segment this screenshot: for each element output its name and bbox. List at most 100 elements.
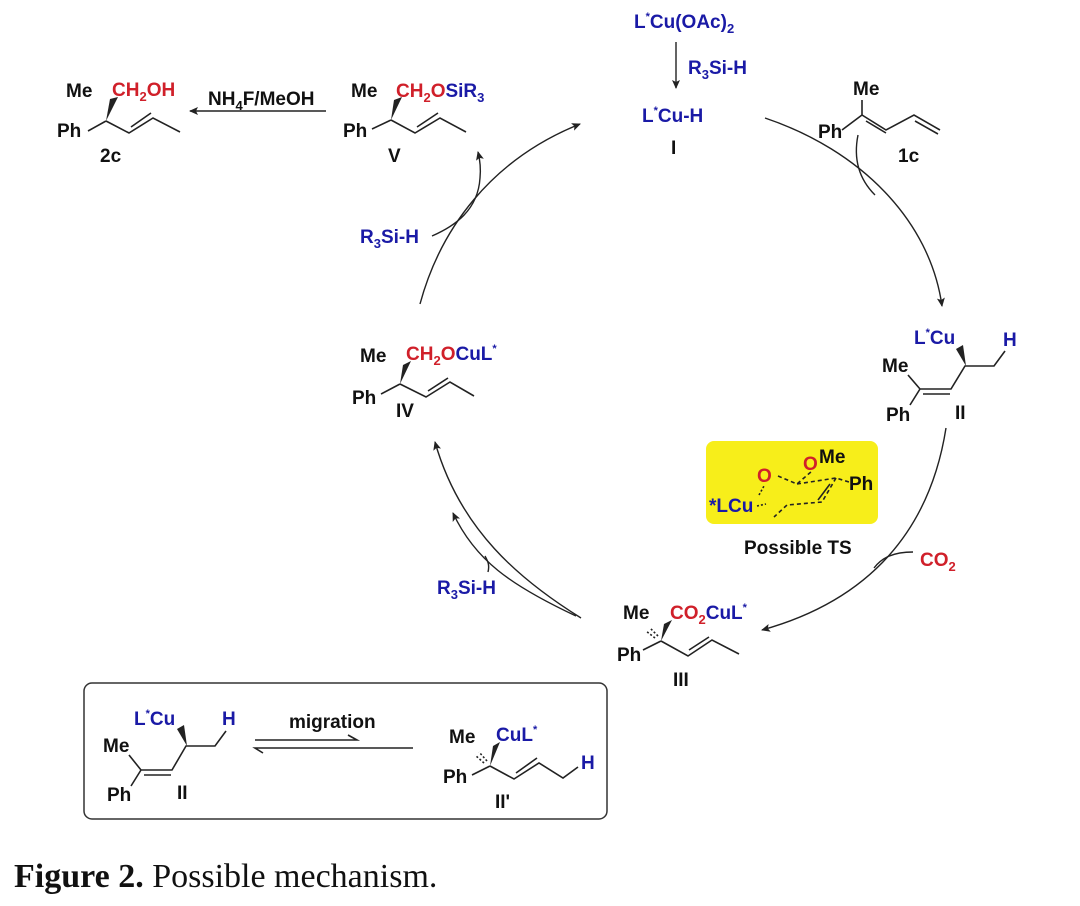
me-label: Me: [360, 346, 386, 367]
arrow-to-V: [431, 151, 484, 237]
inset-IIp-h-label: H: [581, 753, 595, 774]
silane-feed-curve-bottom: [484, 555, 490, 573]
alkoxide-formula: CH2OCuL*: [406, 343, 497, 368]
wedge-bond: [661, 620, 672, 641]
inset-II-cu-label: L*Cu: [134, 708, 175, 730]
inset-II-backbone: [128, 730, 227, 787]
deprotection-step: NH4F/MeOH: [189, 89, 326, 115]
backbone: [371, 117, 467, 134]
species-II: L*Cu H Me Ph II: [882, 327, 1017, 426]
double-bond-line: [130, 112, 152, 128]
backbone: [87, 117, 181, 134]
carboxylate-formula: CO2CuL*: [670, 602, 748, 627]
ph-label: Ph: [617, 645, 641, 666]
reverse-equilibrium-arrow: [252, 747, 413, 754]
substrate-feed-curve: [855, 134, 876, 196]
diene-backbone: [841, 100, 941, 131]
arrow-IV-to-I: [419, 123, 581, 305]
substrate-1c: Me Ph 1c: [818, 79, 941, 167]
double-bond-line: [688, 636, 710, 651]
ts-title: Possible TS: [744, 538, 852, 559]
ph-label: Ph: [57, 121, 81, 142]
transition-state: O O Me Ph *LCu Possible TS: [706, 441, 878, 559]
ts-hashed-bonds: [756, 485, 767, 507]
caption-text: Possible mechanism.: [152, 858, 438, 895]
wedge-bond: [106, 97, 118, 121]
wedge-bond: [400, 361, 411, 384]
species-V-label: V: [388, 146, 401, 167]
product-2c-label: 2c: [100, 146, 122, 167]
inset-IIp-wedge: [490, 742, 500, 766]
cu-ligand-label: L*Cu: [914, 327, 955, 349]
ts-me-label: Me: [819, 447, 845, 468]
ts-cu-label: *LCu: [709, 496, 753, 517]
ts-oxygen-1: O: [757, 466, 772, 487]
species-II-label: II: [955, 403, 966, 424]
species-III-label: III: [673, 670, 689, 691]
precatalyst-formula: L*Cu(OAc)2: [634, 11, 734, 36]
inset-IIp-hashed: [474, 751, 488, 764]
inset-IIp-label: II': [495, 792, 510, 813]
backbone: [642, 639, 740, 657]
inset-IIp-backbone: [471, 762, 579, 780]
ts-double-bond: [817, 483, 831, 501]
product-2c: Me Ph CH2OH 2c: [57, 80, 181, 167]
h-label: H: [1003, 330, 1017, 351]
me-label: Me: [853, 79, 879, 100]
ph-label: Ph: [343, 121, 367, 142]
inset-II-h-label: H: [222, 709, 236, 730]
inset-II-me-label: Me: [103, 736, 129, 757]
migration-inset: L*Cu H Me Ph II migration Me Ph CuL* H I…: [83, 682, 608, 820]
species-III: Me Ph CO2CuL* III: [617, 602, 748, 691]
migration-label: migration: [289, 712, 376, 733]
cu-hydride-formula: L*Cu-H: [642, 105, 703, 127]
silane-insertion-arrow: [452, 512, 577, 617]
hashed-bond: [645, 627, 659, 639]
arrow-I-to-II: [764, 117, 945, 307]
ts-ph-label: Ph: [849, 474, 873, 495]
deprotection-reagent: NH4F/MeOH: [208, 89, 314, 113]
species-IV-label: IV: [396, 401, 414, 422]
species-V: Me Ph CH2OSiR3 V: [343, 81, 484, 167]
species-IV: Me Ph CH2OCuL* IV: [352, 343, 497, 422]
silane-reagent-bottom: R3Si-H: [437, 578, 496, 602]
species-I: L*Cu-H I: [642, 105, 703, 159]
ph-label: Ph: [352, 388, 376, 409]
backbone: [380, 381, 475, 398]
me-label: Me: [623, 603, 649, 624]
wedge-bond: [391, 97, 402, 120]
inset-IIp-me-label: Me: [449, 727, 475, 748]
inset-II-wedge: [177, 725, 187, 746]
inset-IIp-double-bond: [515, 757, 538, 774]
silyl-ether-formula: CH2OSiR3: [396, 81, 484, 105]
double-bond-line: [427, 377, 449, 392]
precatalyst: L*Cu(OAc)2 R3Si-H: [634, 11, 747, 89]
inset-IIp-cu-label: CuL*: [496, 724, 538, 746]
ts-oxygen-2: O: [803, 454, 818, 475]
me-label: Me: [351, 81, 377, 102]
catalytic-cycle-arrows: R3Si-H R3Si-H: [360, 117, 947, 632]
inset-IIp-ph-label: Ph: [443, 767, 467, 788]
ts-dashed-bonds: [773, 470, 850, 518]
ph-label: Ph: [818, 122, 842, 143]
activation-reagent: R3Si-H: [688, 58, 747, 82]
allyl-backbone: [907, 350, 1006, 406]
substrate-1c-label: 1c: [898, 146, 920, 167]
caption-label: Figure 2.: [14, 858, 144, 895]
double-bond-lines: [865, 120, 939, 135]
inset-II-label: II: [177, 783, 188, 804]
me-label: Me: [882, 356, 908, 377]
species-I-label: I: [671, 138, 676, 159]
inset-II-ph-label: Ph: [107, 785, 131, 806]
wedge-bond: [956, 345, 966, 366]
forward-equilibrium-arrow: [255, 734, 361, 741]
silane-reagent-top: R3Si-H: [360, 227, 419, 251]
alcohol-formula: CH2OH: [112, 80, 175, 104]
me-label: Me: [66, 81, 92, 102]
inset-frame: [83, 682, 608, 820]
co2-reagent: CO2: [920, 550, 956, 574]
co2-feed-curve: [873, 551, 914, 569]
figure-caption: Figure 2. Possible mechanism.: [14, 858, 437, 896]
double-bond-line: [416, 112, 439, 128]
